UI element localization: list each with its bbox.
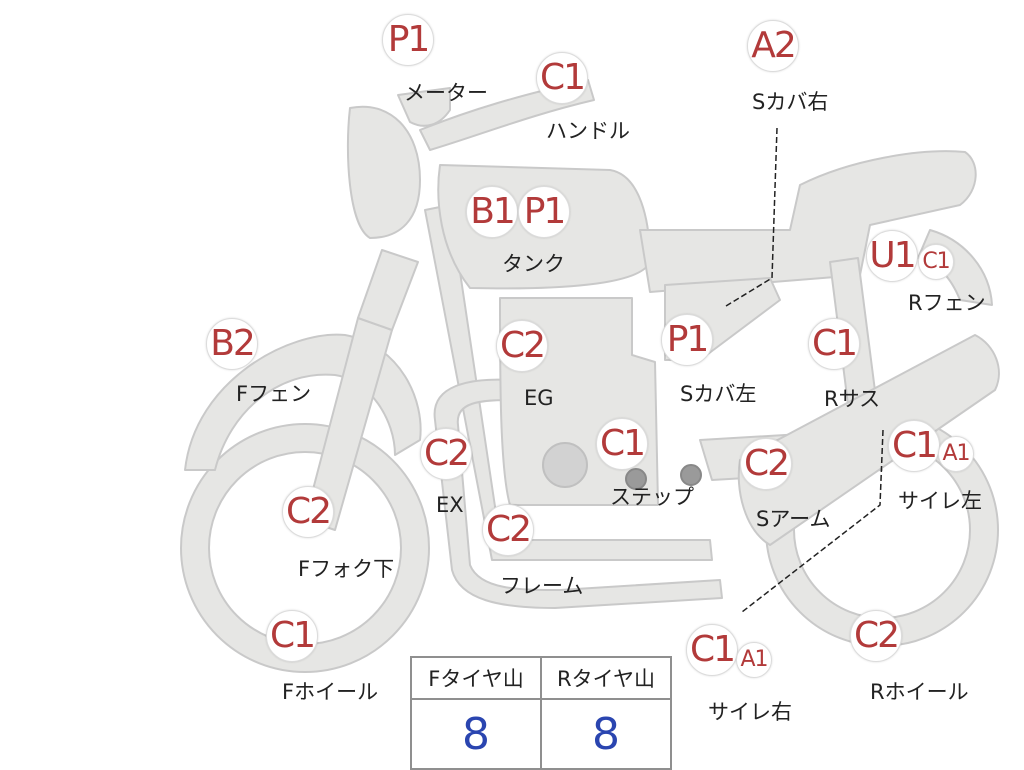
muffler-right-label: サイレ右 — [708, 700, 792, 724]
handle-grade: C1 — [536, 52, 588, 104]
meter-label: メーター — [404, 81, 488, 105]
muffler-left-grade-2: A1 — [938, 436, 974, 472]
swing-arm-grade: C2 — [740, 438, 792, 490]
front-wheel-grade: C1 — [266, 610, 318, 662]
rear-fender-grade-1: U1 — [866, 230, 918, 282]
tank-grade-2: P1 — [518, 186, 570, 238]
engine-label: EG — [524, 386, 554, 410]
muffler-right-grade-2: A1 — [736, 642, 772, 678]
exhaust-label: EX — [436, 493, 464, 517]
rear-tread-header: Rタイヤ山 — [540, 656, 672, 700]
rear-fender-label: Rフェン — [908, 291, 986, 315]
headlight-shape — [346, 105, 421, 239]
front-fork-lower-grade: C2 — [282, 486, 334, 538]
side-cover-left-label: Sカバ左 — [680, 382, 757, 406]
muffler-right-grade-1: C1 — [686, 624, 738, 676]
meter-grade: P1 — [382, 14, 434, 66]
frame-label: フレーム — [500, 574, 584, 598]
muffler-left-grade-1: C1 — [888, 420, 940, 472]
front-wheel-label: Fホイール — [282, 680, 379, 704]
rear-suspension-grade: C1 — [808, 318, 860, 370]
side-cover-left-grade: P1 — [661, 314, 713, 366]
rear-suspension-label: Rサス — [824, 387, 881, 411]
front-fender-label: Fフェン — [236, 382, 312, 406]
front-fender-grade: B2 — [206, 318, 258, 370]
front-fork-lower-label: Fフォク下 — [298, 557, 395, 581]
tank-grade-1: B1 — [466, 186, 518, 238]
leader-lines — [725, 127, 884, 613]
handle-label: ハンドル — [546, 119, 630, 143]
muffler-shape — [737, 334, 1000, 546]
swing-arm-label: Sアーム — [756, 507, 831, 531]
step-label: ステップ — [610, 485, 694, 509]
side-cover-right-grade: A2 — [747, 20, 799, 72]
step-grade: C1 — [596, 418, 648, 470]
exhaust-grade: C2 — [420, 428, 472, 480]
frame-grade: C2 — [482, 504, 534, 556]
tire-tread-table: Fタイヤ山 Rタイヤ山 8 8 — [410, 656, 672, 770]
front-tread-value: 8 — [410, 698, 542, 770]
engine-grade: C2 — [496, 320, 548, 372]
seat-shape — [639, 150, 977, 293]
tank-label: タンク — [502, 252, 565, 276]
rear-wheel-label: Rホイール — [870, 680, 969, 704]
rear-fender-grade-2: C1 — [918, 244, 954, 280]
muffler-left-label: サイレ左 — [898, 489, 982, 513]
rear-wheel-grade: C2 — [850, 610, 902, 662]
rear-tread-value: 8 — [540, 698, 672, 770]
front-tread-header: Fタイヤ山 — [410, 656, 542, 700]
side-cover-right-label: Sカバ右 — [752, 90, 829, 114]
